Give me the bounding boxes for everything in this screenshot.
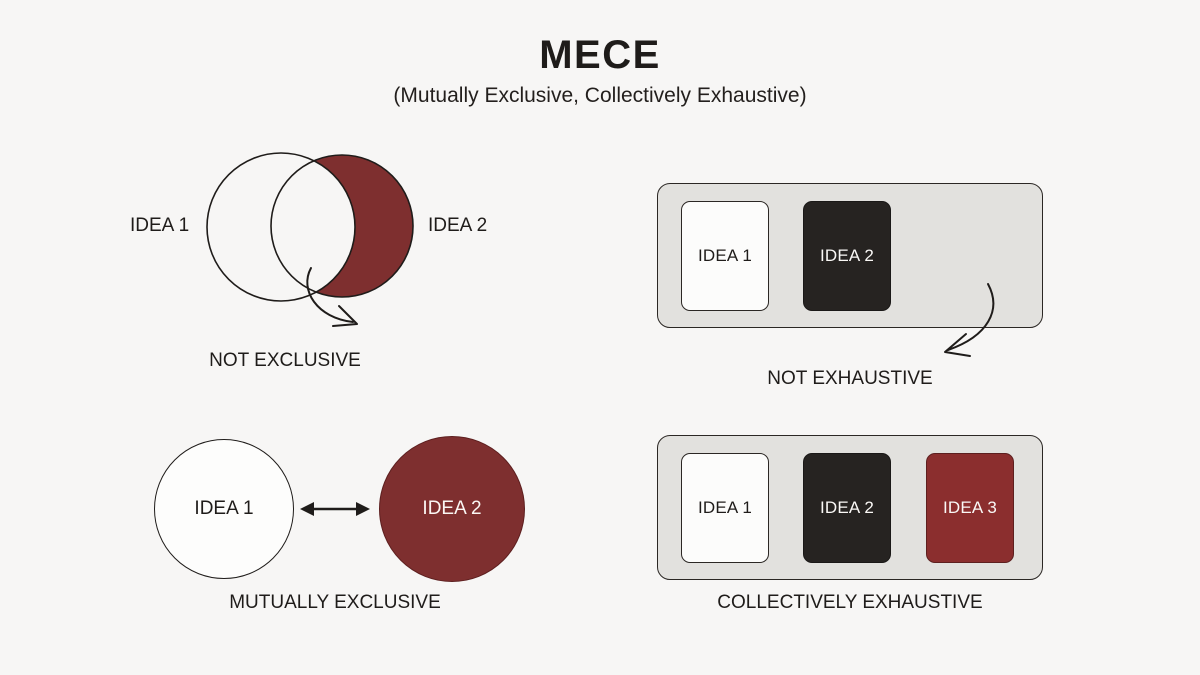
not-exhaustive-panel: IDEA 1 IDEA 2 <box>657 183 1043 328</box>
circle-label: IDEA 1 <box>194 498 254 519</box>
venn-circle-right <box>271 155 413 297</box>
venn-diagram <box>206 152 414 302</box>
caption-mutually-exclusive: MUTUALLY EXCLUSIVE <box>229 592 441 613</box>
double-headed-arrow-icon <box>300 502 370 516</box>
not-exclusive-group: IDEA 1 IDEA 2 NOT EXCLUSIVE <box>0 0 600 400</box>
card-label: IDEA 3 <box>942 498 998 517</box>
card-idea-2[interactable]: IDEA 2 <box>803 453 891 563</box>
card-idea-1[interactable]: IDEA 1 <box>681 201 769 311</box>
venn-label-idea-1: IDEA 1 <box>130 215 190 236</box>
card-label: IDEA 2 <box>819 246 875 265</box>
caption-not-exhaustive: NOT EXHAUSTIVE <box>767 368 933 389</box>
curved-arrow-gap-icon <box>944 283 995 357</box>
circle-idea-2[interactable]: IDEA 2 <box>379 436 525 582</box>
caption-collectively-exhaustive: COLLECTIVELY EXHAUSTIVE <box>717 592 983 613</box>
caption-not-exclusive: NOT EXCLUSIVE <box>209 350 361 371</box>
curved-arrow-overlap-icon <box>306 267 358 327</box>
card-label: IDEA 1 <box>697 498 753 517</box>
venn-circle-right-outline <box>270 154 414 298</box>
page-subtitle: (Mutually Exclusive, Collectively Exhaus… <box>393 84 807 107</box>
card-idea-3[interactable]: IDEA 3 <box>926 453 1014 563</box>
card-idea-2[interactable]: IDEA 2 <box>803 201 891 311</box>
circle-label: IDEA 2 <box>422 498 482 519</box>
collectively-exhaustive-panel: IDEA 1 IDEA 2 IDEA 3 <box>657 435 1043 580</box>
venn-circle-left <box>206 152 356 302</box>
card-idea-1[interactable]: IDEA 1 <box>681 453 769 563</box>
card-label: IDEA 2 <box>819 498 875 517</box>
page-title: MECE <box>539 33 661 77</box>
venn-label-idea-2: IDEA 2 <box>428 215 488 236</box>
card-label: IDEA 1 <box>697 246 753 265</box>
circle-idea-1[interactable]: IDEA 1 <box>154 439 294 579</box>
